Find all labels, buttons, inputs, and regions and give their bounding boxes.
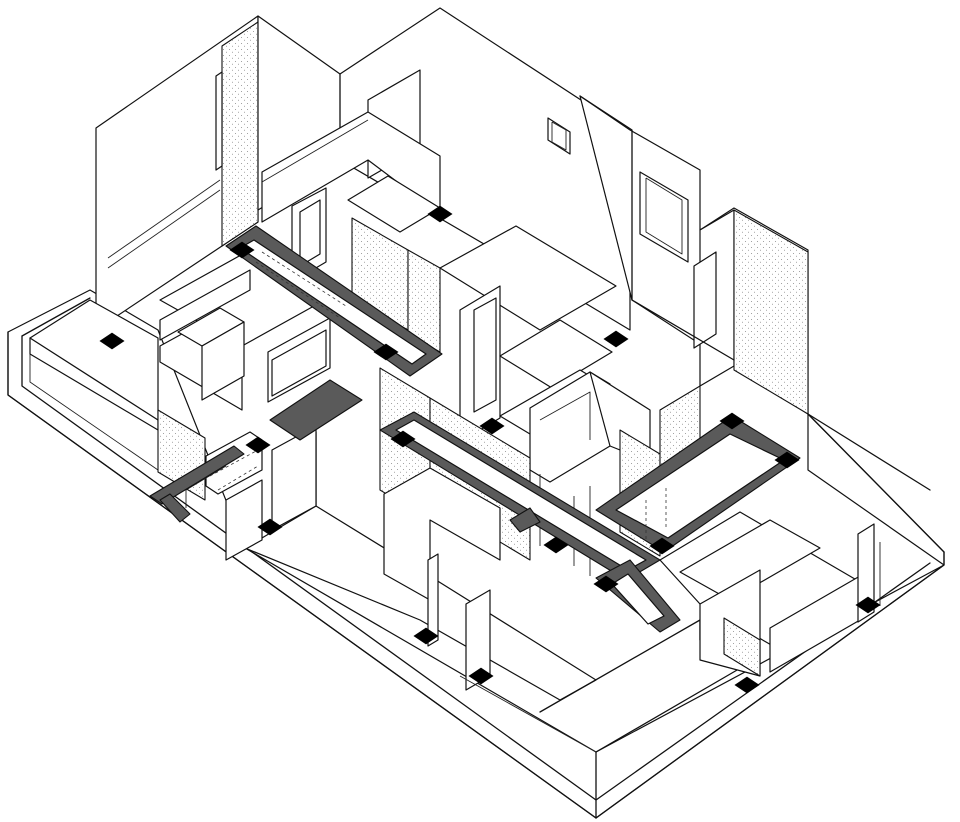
- column-b: [427, 205, 453, 223]
- column-h: [245, 436, 271, 454]
- column-e: [603, 330, 629, 348]
- structural-columns: [99, 205, 881, 694]
- column-l: [413, 627, 439, 645]
- front-left-rooms: [185, 425, 745, 753]
- column-r: [734, 676, 760, 694]
- column-f: [479, 417, 505, 435]
- right-back-block: [579, 95, 809, 415]
- column-m: [468, 667, 494, 685]
- column-n: [719, 412, 745, 430]
- column-i: [257, 518, 283, 536]
- column-j: [543, 536, 569, 554]
- front-right-rooms: [659, 413, 931, 677]
- column-o: [774, 451, 800, 469]
- column-k: [593, 575, 619, 593]
- column-g: [390, 430, 416, 448]
- ceiling-beams: [149, 225, 801, 633]
- column-d: [373, 343, 399, 361]
- column-c: [229, 241, 255, 259]
- column-q: [855, 596, 881, 614]
- column-p: [649, 537, 675, 555]
- column-a: [99, 332, 125, 350]
